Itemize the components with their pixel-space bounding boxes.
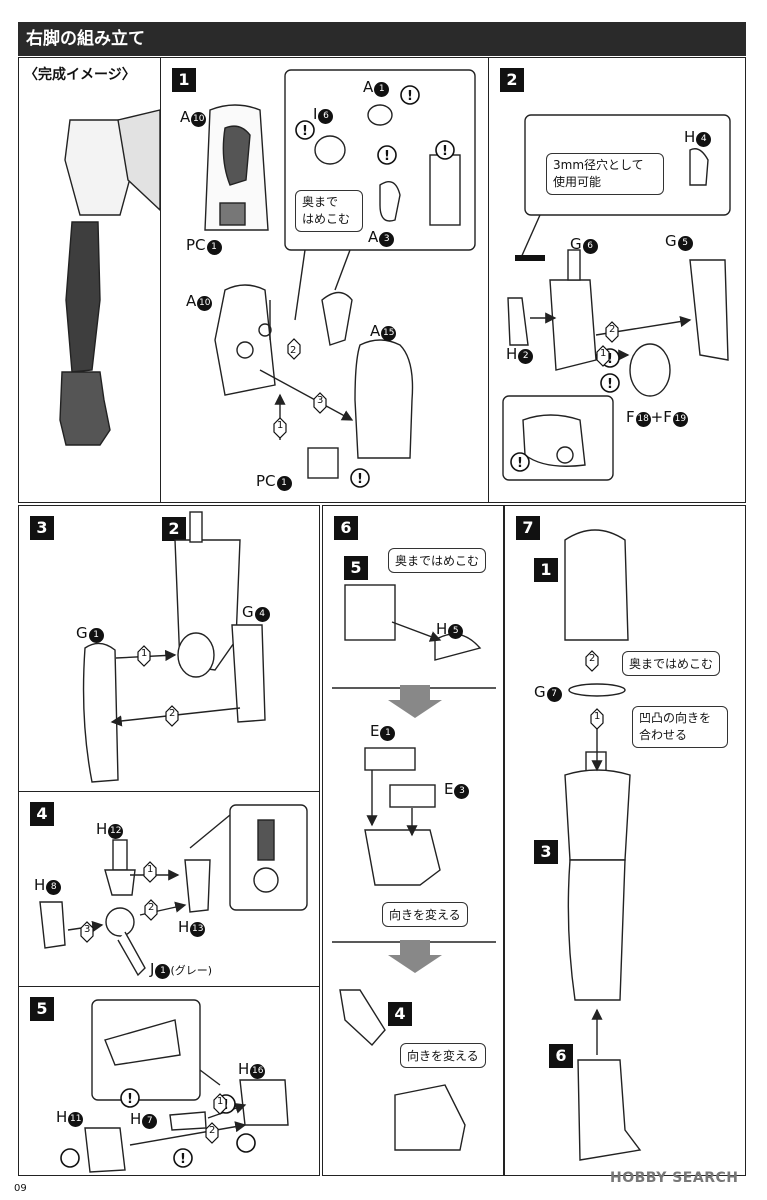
step-3-badge: 3 [30, 516, 54, 540]
order-mark-3: 3 [317, 395, 324, 406]
g6-part [549, 279, 597, 371]
svg-text:!: ! [607, 377, 613, 392]
page-header: 右脚の組み立て [18, 22, 746, 56]
svg-text:!: ! [384, 149, 390, 164]
order-mark-2: 2 [148, 902, 155, 913]
g5-part [689, 259, 729, 361]
ref-step-2-badge: 2 [162, 517, 186, 541]
order-mark-3: 3 [84, 924, 91, 935]
svg-text:!: ! [180, 1152, 186, 1167]
step-4-badge: 4 [30, 802, 54, 826]
svg-text:!: ! [407, 89, 413, 104]
order-mark-1: 1 [141, 648, 148, 659]
a15-cover [354, 339, 414, 459]
note-push-in-long-6: 奥まではめこむ [388, 548, 487, 573]
ref-step-6-badge: 6 [549, 1044, 573, 1068]
g1-shin [82, 642, 119, 783]
order-mark-1: 1 [594, 711, 601, 722]
svg-text:!: ! [517, 456, 523, 471]
ref-step-4-badge: 4 [388, 1002, 412, 1026]
order-mark-2: 2 [609, 324, 616, 335]
watermark: HOBBY SEARCH [610, 1170, 739, 1186]
svg-text:!: ! [607, 352, 613, 367]
panel-step-6 [322, 505, 504, 1176]
svg-text:!: ! [442, 144, 448, 159]
svg-text:!: ! [127, 1092, 133, 1107]
page-number: 09 [14, 1183, 27, 1194]
preview-skirt [117, 109, 161, 212]
order-mark-1: 1 [600, 348, 607, 359]
note-push-in-long-7: 奥まではめこむ [622, 651, 721, 676]
order-mark-1: 1 [217, 1096, 224, 1107]
order-mark-1: 1 [277, 420, 284, 431]
note-push-in-short: 奥まではめこむ [295, 190, 363, 232]
step-6-badge: 6 [334, 516, 358, 540]
step-2-badge: 2 [500, 68, 524, 92]
note-turn-orientation-1: 向きを変える [382, 902, 468, 927]
order-mark-2: 2 [290, 345, 297, 356]
page-title: 右脚の組み立て [26, 29, 145, 49]
panel-step-5 [18, 986, 320, 1176]
a15-cover-final [564, 529, 629, 641]
svg-text:!: ! [302, 124, 308, 139]
preview-boot [59, 371, 111, 446]
preview-label: 〈完成イメージ〉 [24, 67, 136, 83]
order-mark-2: 2 [209, 1125, 216, 1136]
step-5-badge: 5 [30, 997, 54, 1021]
note-align-bumps: 凹凸の向きを合わせる [632, 706, 728, 748]
note-hole-3mm: 3mm径穴として使用可能 [546, 153, 664, 195]
order-mark-1: 1 [147, 864, 154, 875]
step-7-badge: 7 [516, 516, 540, 540]
a10-outer-shell [214, 284, 276, 396]
preview-lower-leg [65, 221, 101, 373]
ref-step-5-badge: 5 [344, 556, 368, 580]
panel-step-2 [488, 57, 746, 503]
ref-step-1-badge: 1 [534, 558, 558, 582]
ref-step-3-badge: 3 [534, 840, 558, 864]
order-mark-2: 2 [169, 708, 176, 719]
svg-text:!: ! [357, 472, 363, 487]
step-1-badge: 1 [172, 68, 196, 92]
note-turn-orientation-2: 向きを変える [400, 1043, 486, 1068]
order-mark-2: 2 [589, 653, 596, 664]
panel-step-7 [504, 505, 746, 1176]
